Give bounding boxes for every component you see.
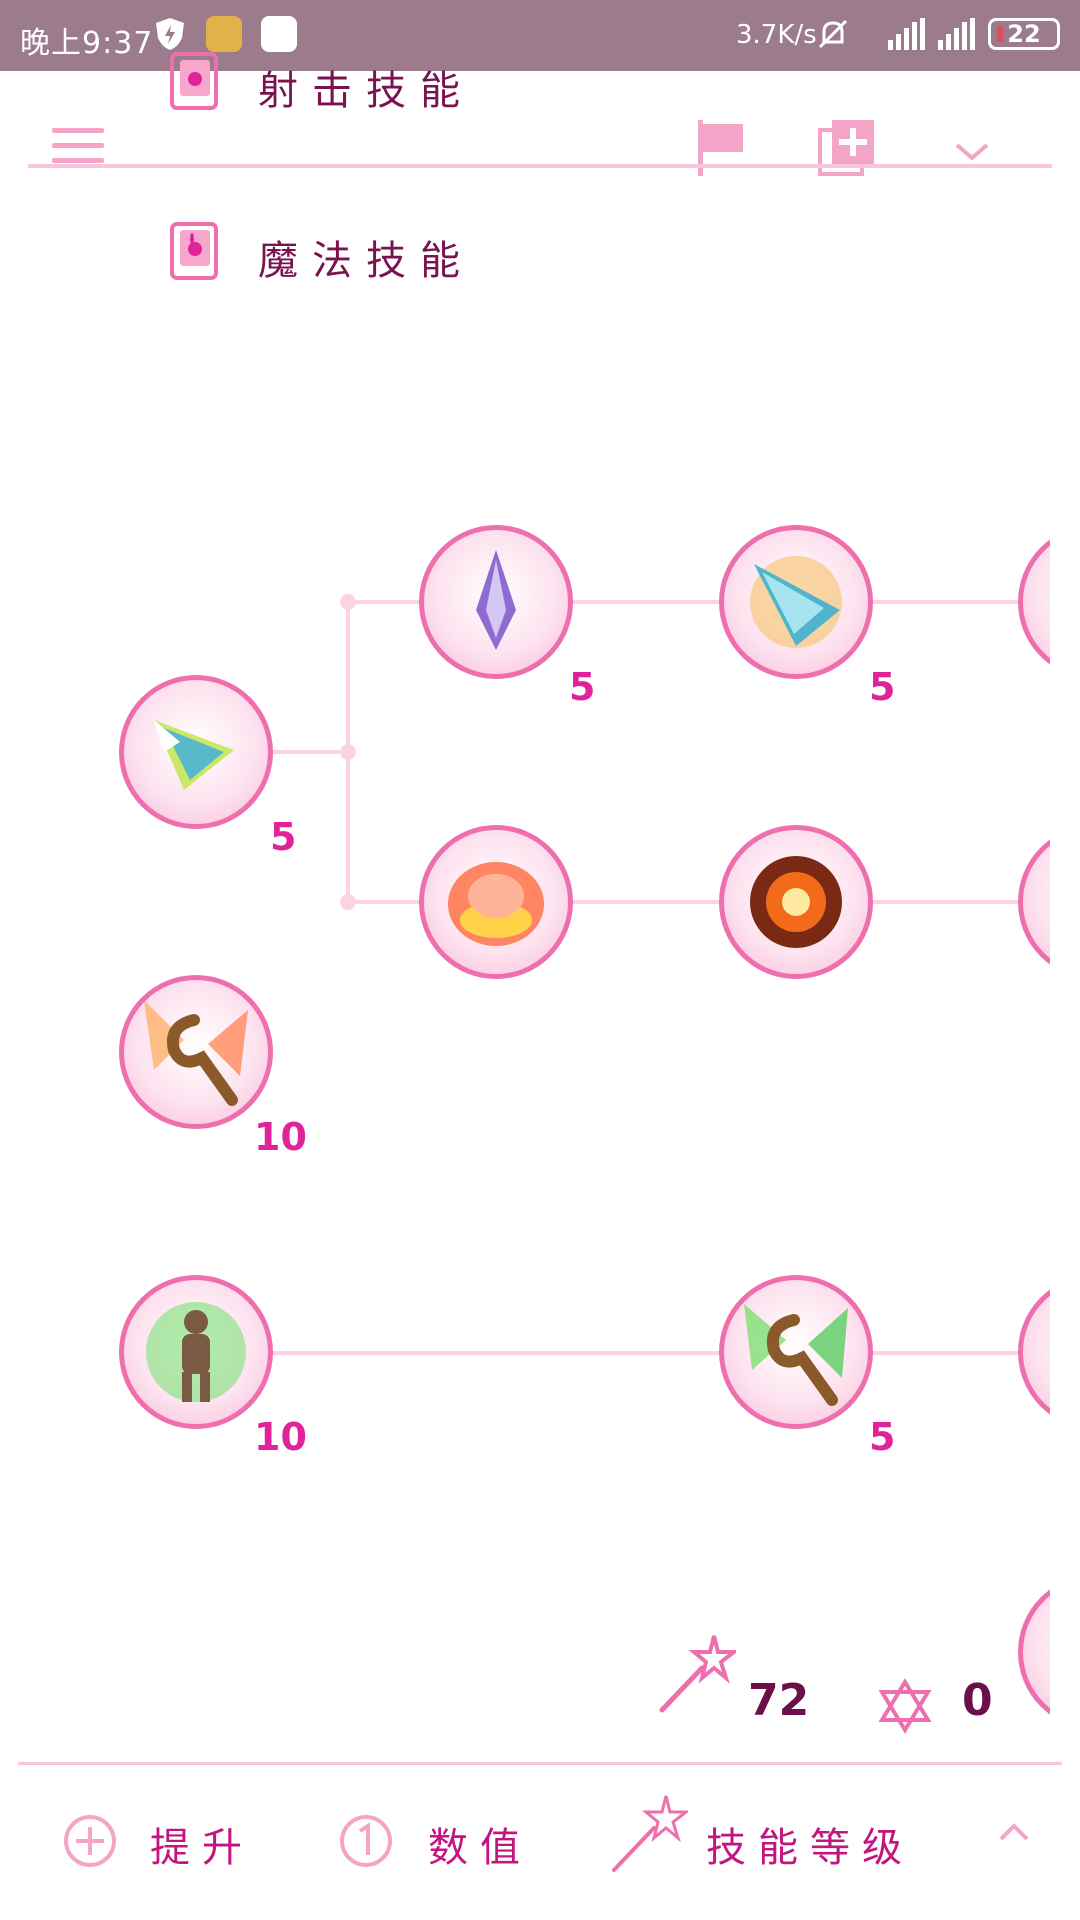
tree-connector — [350, 900, 1050, 904]
mi-icon — [261, 16, 297, 52]
chevron-down-icon[interactable] — [954, 142, 990, 166]
skill-level: 10 — [254, 1415, 307, 1459]
bottom-divider — [18, 1762, 1062, 1765]
staff-green-skill-icon[interactable] — [719, 1275, 873, 1429]
signal-icon — [880, 18, 930, 54]
staff-orange-skill-icon[interactable] — [119, 975, 273, 1129]
nav-skill-level[interactable]: 技能等级 — [706, 1825, 914, 1871]
skill-level: 10 — [254, 1115, 307, 1159]
star-points-value: 0 — [962, 1675, 993, 1726]
skill-node-clipped[interactable] — [1018, 1575, 1050, 1729]
skill-node-clipped[interactable] — [1018, 1275, 1050, 1429]
category-label-shooting[interactable]: 射击技能 — [258, 68, 474, 114]
tree-junction — [340, 594, 356, 610]
skill-node-clipped[interactable] — [1018, 525, 1050, 679]
category-label-magic[interactable]: 魔法技能 — [258, 238, 474, 284]
battery-icon: 22 — [988, 18, 1060, 50]
status-time: 晚上9:37 — [20, 26, 154, 61]
tree-junction — [340, 894, 356, 910]
purple-arrow-skill-icon[interactable] — [419, 525, 573, 679]
flag-icon[interactable] — [696, 120, 746, 180]
status-bar: 晚上9:37 3.7K/s 22 — [0, 0, 1080, 71]
skill-level: 5 — [270, 815, 297, 859]
tree-junction — [340, 744, 356, 760]
skill-node-clipped[interactable] — [1018, 825, 1050, 979]
chevron-up-icon[interactable] — [998, 1822, 1030, 1846]
shirt-icon — [206, 16, 242, 52]
skill-points-value: 72 — [748, 1675, 810, 1726]
nav-stats[interactable]: 数值 — [428, 1825, 532, 1871]
shield-bolt-icon — [152, 16, 188, 52]
tree-connector — [270, 1351, 1050, 1355]
tree-connector — [350, 600, 1050, 604]
book-rabbit-icon — [170, 52, 218, 110]
add-copy-icon[interactable] — [818, 118, 876, 182]
skill-level: 5 — [569, 665, 596, 709]
explosion-skill-icon[interactable] — [719, 825, 873, 979]
arrow-skill-icon[interactable] — [119, 675, 273, 829]
wand-icon[interactable] — [608, 1790, 691, 1878]
tree-connector — [270, 750, 350, 754]
network-speed: 3.7K/s — [736, 20, 817, 50]
menu-icon[interactable] — [52, 126, 104, 170]
wand-icon — [656, 1630, 740, 1718]
one-circle-icon[interactable] — [338, 1813, 394, 1873]
book-rabbit-icon — [170, 222, 218, 280]
toolbar — [28, 120, 1052, 176]
battery-level: 22 — [1007, 20, 1041, 48]
skill-level: 5 — [869, 1415, 896, 1459]
bell-off-icon — [815, 16, 851, 56]
signal-icon — [936, 18, 982, 54]
nav-upgrade[interactable]: 提升 — [150, 1825, 254, 1871]
green-figure-skill-icon[interactable] — [119, 1275, 273, 1429]
star-of-david-icon — [878, 1678, 932, 1738]
skill-level: 5 — [869, 665, 896, 709]
fire-ring-skill-icon[interactable] — [419, 825, 573, 979]
toolbar-divider — [28, 164, 1052, 168]
plus-circle-icon[interactable] — [62, 1813, 118, 1873]
blue-arrow-skill-icon[interactable] — [719, 525, 873, 679]
